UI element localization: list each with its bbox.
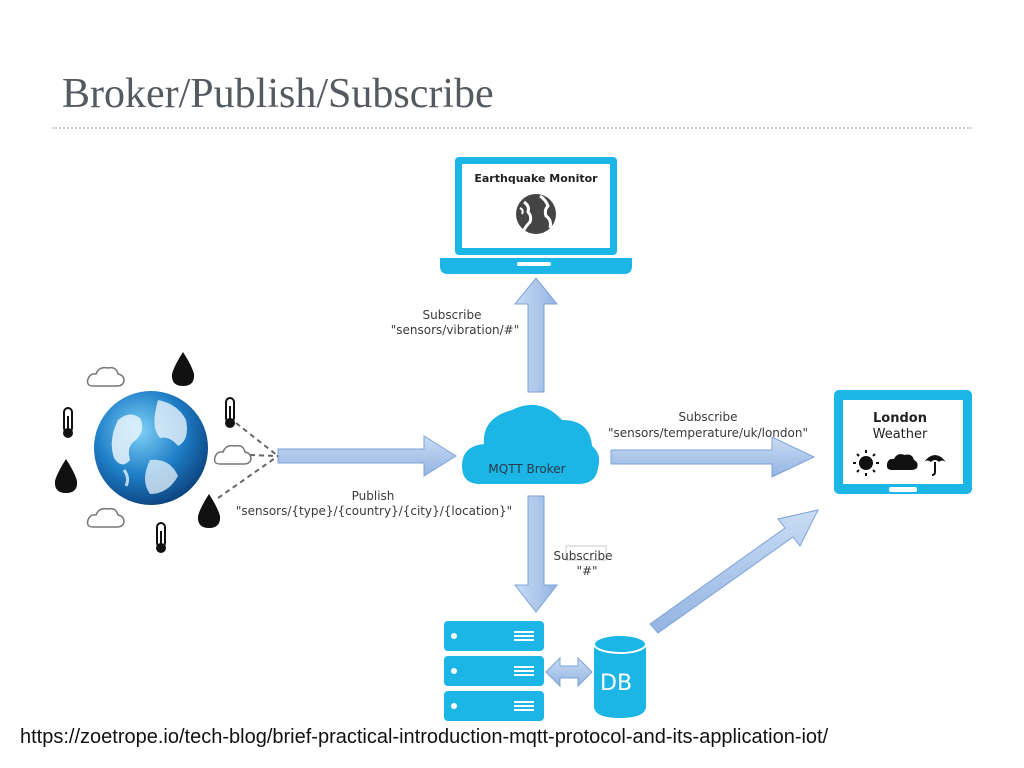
water-drop-icon [171,352,195,386]
cloud-icon [886,454,918,470]
broker-label: MQTT Broker [488,462,565,476]
server-stack-icon [444,621,544,721]
cloud-icon [86,366,125,387]
publish-topic: "sensors/{type}/{country}/{city}/{locati… [236,504,512,518]
arrow-subscribe-vibration [513,277,559,393]
subscribe-all-line1: Subscribe [554,549,613,563]
subscribe-temperature-line1: Subscribe [679,410,738,424]
sensor-connectors [217,422,279,499]
water-drop-icon [54,459,78,493]
subscribe-all-topic: "#" [576,564,597,578]
source-url[interactable]: https://zoetrope.io/tech-blog/brief-prac… [20,726,829,748]
earthquake-monitor-label: Earthquake Monitor [474,172,598,185]
arrow-subscribe-temperature [610,436,816,478]
cloud-icon [213,444,252,465]
sun-icon [853,450,879,476]
subscribe-vibration-line1: Subscribe [423,308,482,322]
slide-title: Broker/Publish/Subscribe [62,71,494,117]
arrow-subscribe-all [513,495,559,613]
title-divider [52,127,972,129]
earthquake-monitor-laptop: Earthquake Monitor [440,157,632,274]
db-label: DB [600,671,632,696]
thermometer-icon [156,522,166,553]
thermometer-icon [63,407,73,438]
london-title: London [873,411,927,426]
arrow-db-to-london [649,509,819,634]
subscribe-all-highlight [565,545,607,561]
earth-globe-icon [94,391,208,505]
subscribe-vibration-topic: "sensors/vibration/#" [391,323,520,337]
london-subtitle: Weather [873,427,928,442]
arrow-publish [277,435,457,477]
globe-icon [516,194,556,234]
london-weather-monitor: London Weather [834,390,972,494]
cloud-icon [86,507,125,528]
water-drop-icon [197,494,221,528]
umbrella-icon [924,455,946,476]
earth-sensors-cluster [54,352,279,553]
mqtt-broker-cloud: MQTT Broker [462,404,600,484]
publish-label: Publish [352,489,395,503]
database-icon: DB [593,634,647,718]
subscribe-temperature-topic: "sensors/temperature/uk/london" [608,426,808,440]
arrow-server-db [545,656,593,688]
thermometer-icon [225,397,235,428]
